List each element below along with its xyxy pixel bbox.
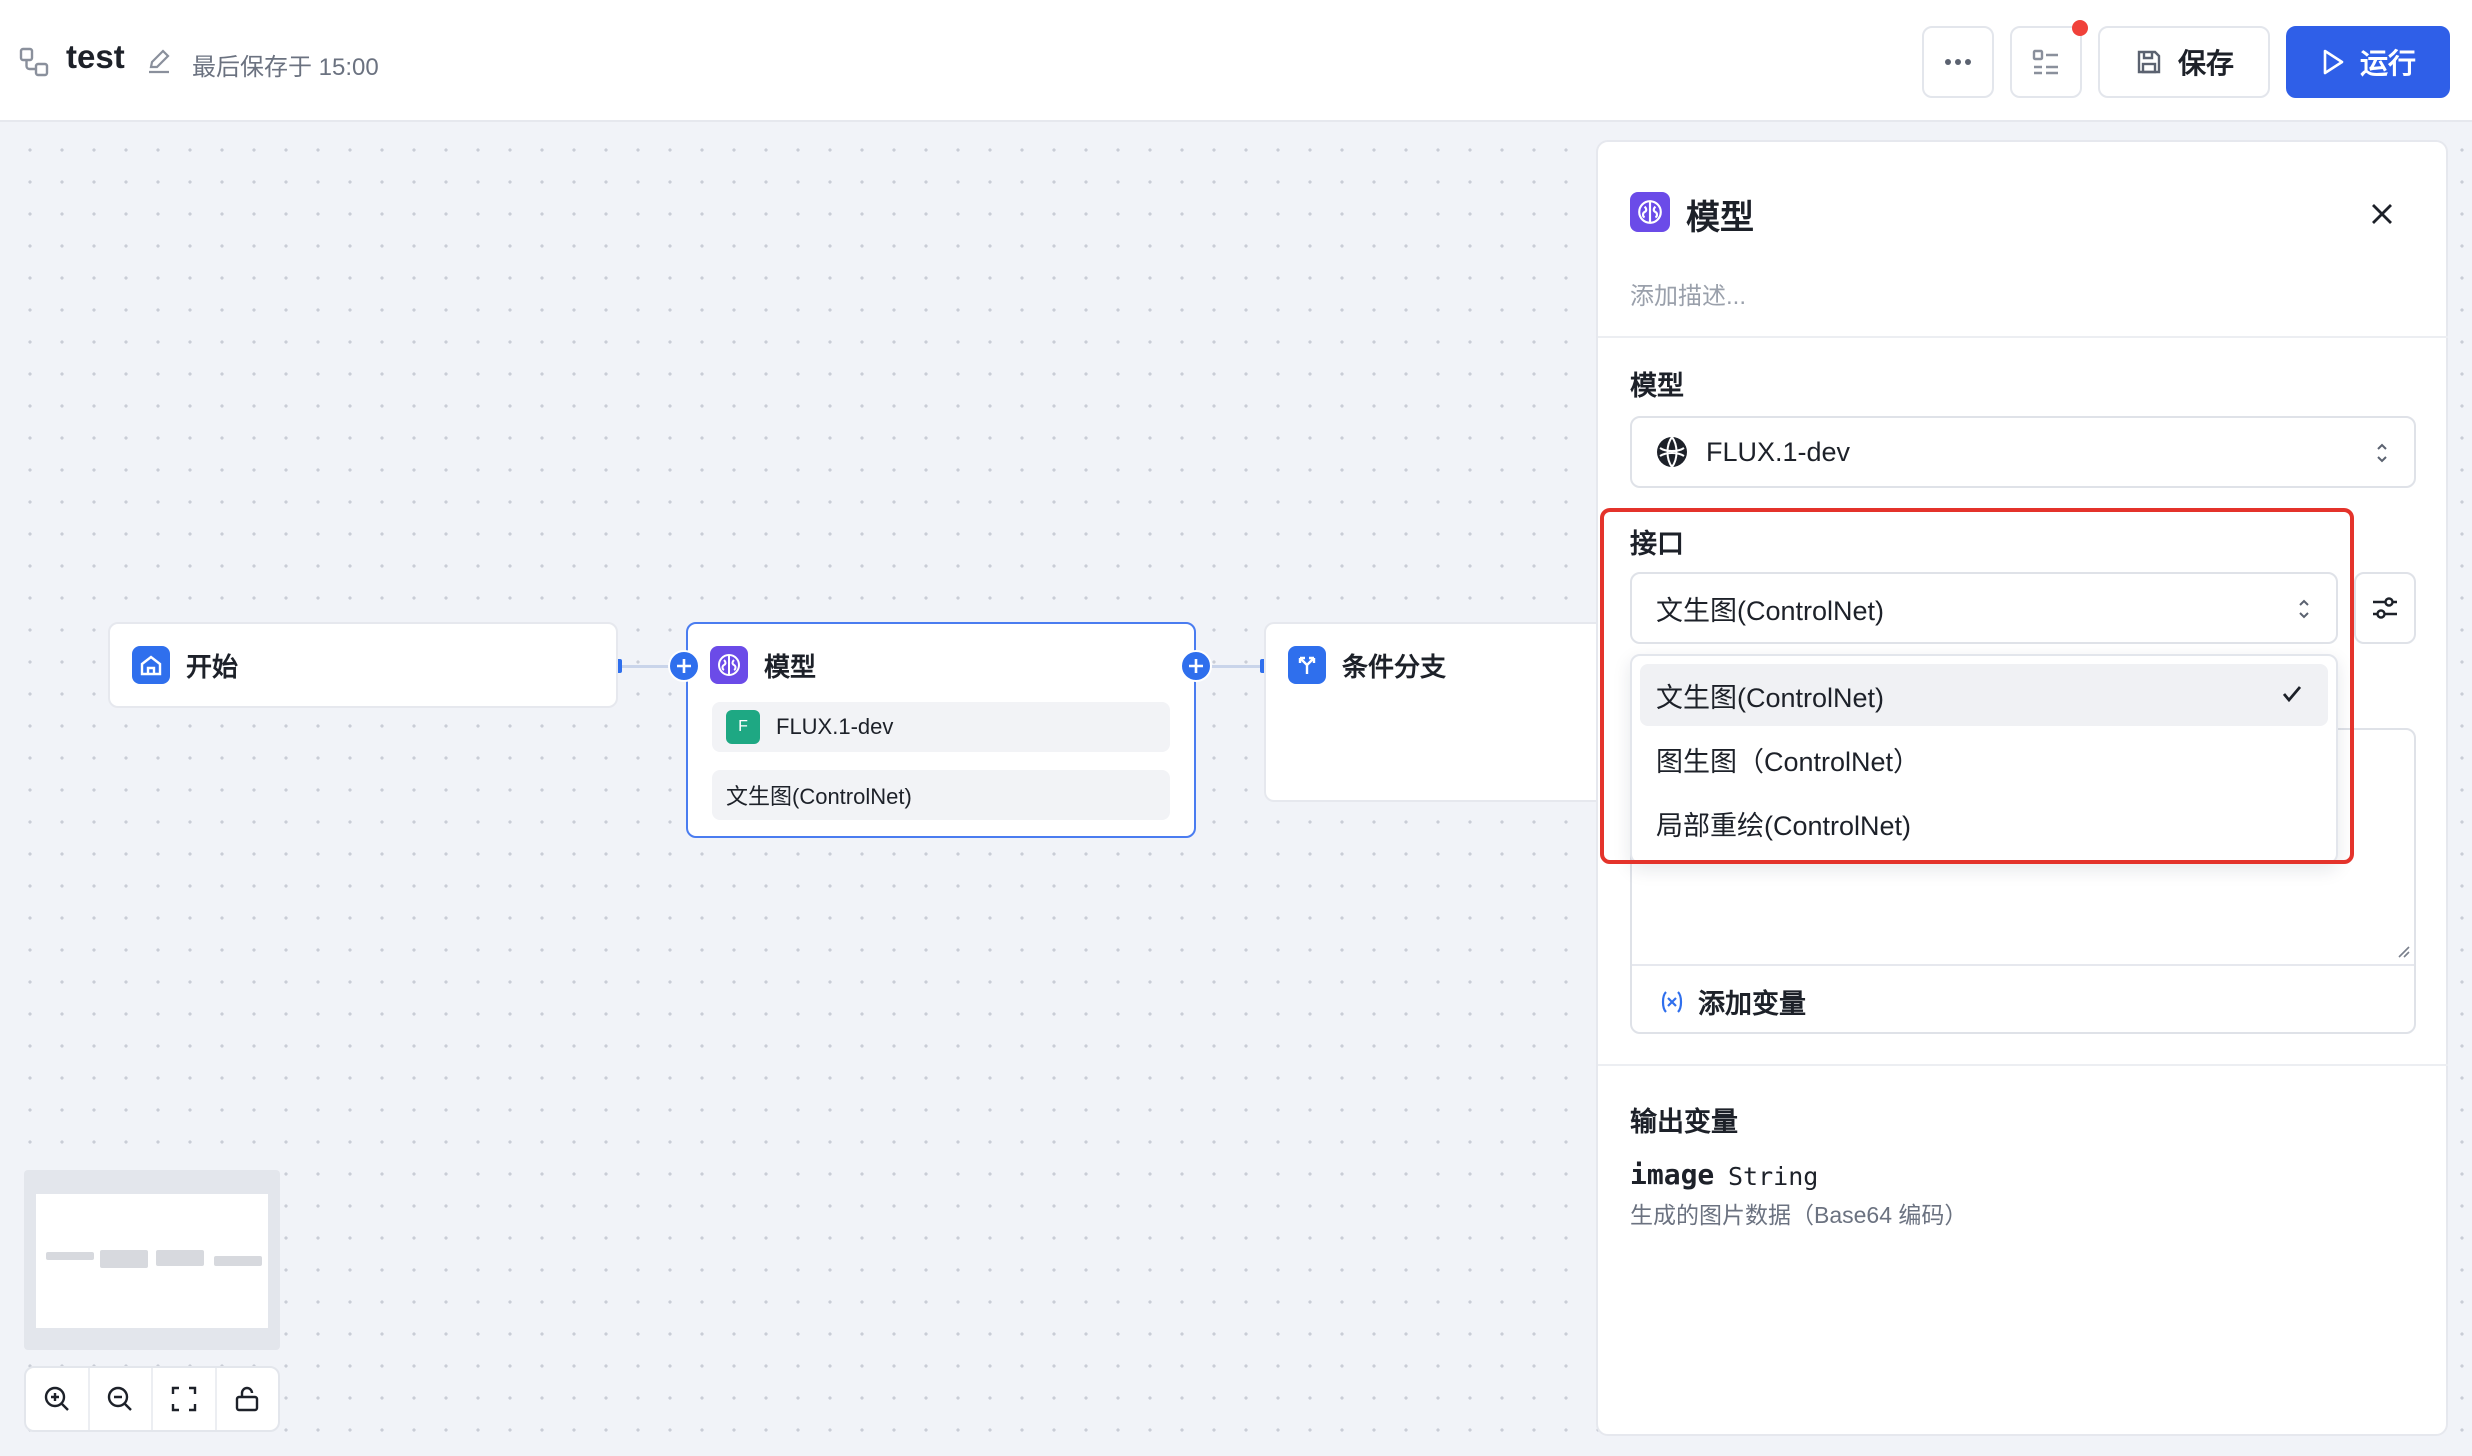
- unlock-icon: [236, 1386, 259, 1412]
- zoom-out-icon: [108, 1386, 133, 1411]
- start-output-handle[interactable]: [616, 659, 622, 673]
- branch-icon: [1288, 646, 1326, 684]
- node-model-name-label: FLUX.1-dev: [776, 714, 894, 739]
- chevron-updown-icon: [2377, 443, 2387, 463]
- output-variables-label: 输出变量: [1630, 1107, 1738, 1137]
- node-branch[interactable]: 条件分支: [1264, 622, 1624, 802]
- home-icon: [132, 646, 170, 684]
- save-button[interactable]: 保存: [2098, 26, 2270, 98]
- checklist-icon: [2032, 49, 2058, 75]
- save-icon: [2137, 50, 2161, 74]
- add-node-left-handle[interactable]: [668, 650, 700, 682]
- node-config-panel: 模型 添加描述... 模型 FLUX.1-dev 接口 文生图(ControlN…: [1596, 140, 2448, 1436]
- panel-title: 模型: [1686, 199, 1754, 237]
- minimap[interactable]: [24, 1170, 280, 1350]
- panel-divider: [1598, 1064, 2448, 1066]
- lock-button[interactable]: [217, 1368, 279, 1430]
- output-var-name: image: [1630, 1158, 1715, 1191]
- last-saved-text: 最后保存于 15:00: [192, 54, 379, 81]
- top-bar: test 最后保存于 15:00 保存 运行: [0, 0, 2472, 122]
- minimap-node: [214, 1256, 262, 1266]
- model-select-value: FLUX.1-dev: [1706, 436, 1851, 467]
- run-button-label: 运行: [2359, 48, 2416, 79]
- minimap-node: [100, 1250, 148, 1268]
- node-model[interactable]: 模型 F FLUX.1-dev 文生图(ControlNet): [686, 622, 1196, 838]
- prompt-separator: [1632, 964, 2414, 966]
- panel-divider: [1598, 336, 2448, 338]
- minimap-node: [46, 1252, 94, 1260]
- node-start[interactable]: 开始: [108, 622, 618, 708]
- resize-grip-icon[interactable]: [2394, 942, 2410, 958]
- close-panel-button[interactable]: [2362, 194, 2402, 234]
- plus-icon: [1189, 659, 1203, 673]
- output-var-description: 生成的图片数据（Base64 编码）: [1630, 1202, 1968, 1228]
- node-model-title: 模型: [764, 651, 817, 682]
- edge-start-model: [618, 665, 686, 668]
- close-icon: [2372, 204, 2392, 224]
- variable-icon: [1661, 990, 1683, 1013]
- description-input[interactable]: 添加描述...: [1630, 283, 1747, 310]
- output-var-type: String: [1728, 1162, 1819, 1191]
- interface-label: 接口: [1630, 529, 1684, 559]
- node-start-title: 开始: [186, 651, 239, 682]
- interface-option[interactable]: 局部重绘(ControlNet): [1640, 792, 2328, 854]
- edit-title-icon[interactable]: [144, 47, 174, 77]
- check-icon: [2282, 686, 2302, 703]
- node-branch-title: 条件分支: [1342, 651, 1447, 682]
- model-select[interactable]: FLUX.1-dev: [1630, 416, 2416, 488]
- add-variable-label: 添加变量: [1698, 989, 1806, 1019]
- interface-option-label: 图生图（ControlNet）: [1656, 746, 1921, 777]
- add-variable-button[interactable]: 添加变量: [1658, 982, 1806, 1021]
- zoom-out-button[interactable]: [90, 1368, 153, 1430]
- node-model-interface: 文生图(ControlNet): [712, 770, 1170, 820]
- save-button-label: 保存: [2177, 48, 2234, 79]
- edge-model-branch: [1196, 665, 1264, 668]
- brain-icon: [1630, 192, 1670, 232]
- branch-input-handle[interactable]: [1260, 659, 1266, 673]
- interface-select-value: 文生图(ControlNet): [1656, 595, 1885, 626]
- run-button[interactable]: 运行: [2286, 26, 2450, 98]
- zoom-in-icon: [44, 1386, 69, 1411]
- more-options-button[interactable]: [1922, 26, 1994, 98]
- brain-icon: [710, 646, 748, 684]
- chevron-updown-icon: [2299, 599, 2309, 619]
- node-model-interface-label: 文生图(ControlNet): [726, 784, 912, 809]
- interface-option-label: 局部重绘(ControlNet): [1656, 810, 1912, 841]
- plus-icon: [677, 659, 691, 673]
- add-node-right-handle[interactable]: [1180, 650, 1212, 682]
- node-model-name: F FLUX.1-dev: [712, 702, 1170, 752]
- interface-dropdown: 文生图(ControlNet) 图生图（ControlNet） 局部重绘(Con…: [1630, 654, 2338, 864]
- workflow-icon: [19, 47, 49, 77]
- interface-select[interactable]: 文生图(ControlNet): [1630, 572, 2338, 644]
- interface-option[interactable]: 文生图(ControlNet): [1640, 664, 2328, 726]
- model-provider-icon: [1657, 436, 1687, 468]
- minimap-node: [156, 1250, 204, 1266]
- model-badge: F: [726, 710, 760, 744]
- workflow-title: test: [66, 38, 125, 75]
- zoom-controls: [24, 1366, 280, 1432]
- model-label: 模型: [1630, 371, 1684, 401]
- minimap-viewport: [36, 1194, 268, 1328]
- sliders-icon: [2373, 597, 2397, 619]
- interface-option[interactable]: 图生图（ControlNet）: [1640, 728, 2328, 790]
- fit-view-button[interactable]: [153, 1368, 217, 1430]
- checklist-button[interactable]: [2010, 26, 2082, 98]
- notification-dot: [2072, 20, 2088, 36]
- more-dots-icon: [1945, 59, 1971, 65]
- play-icon: [2323, 49, 2344, 75]
- fit-view-icon: [171, 1386, 196, 1412]
- zoom-in-button[interactable]: [26, 1368, 90, 1430]
- interface-settings-button[interactable]: [2354, 572, 2416, 644]
- interface-option-label: 文生图(ControlNet): [1656, 682, 1885, 713]
